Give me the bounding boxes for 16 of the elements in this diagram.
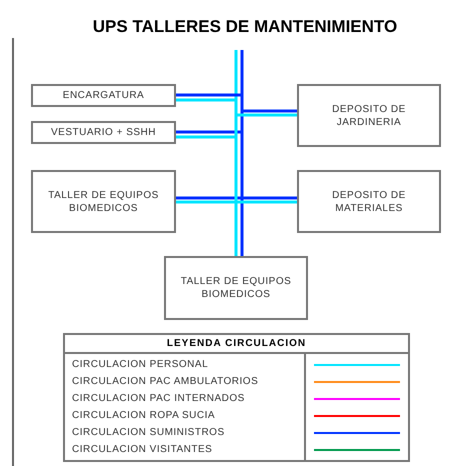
- legend-text: CIRCULACION ROPA SUCIA: [72, 409, 216, 423]
- legend-text: CIRCULACION PERSONAL: [72, 358, 210, 372]
- circulation-line: [240, 196, 297, 256]
- legend-text: CIRCULACION VISITANTES: [72, 443, 214, 457]
- legend-text: CIRCULACION SUMINISTROS: [72, 426, 226, 440]
- room-box: TALLER DE EQUIPOS BIOMEDICOS: [164, 256, 308, 320]
- room-box: DEPOSITO DE MATERIALES: [297, 170, 441, 233]
- room-box: DEPOSITO DE JARDINERIA: [297, 84, 441, 147]
- legend-title: LEYENDA CIRCULACION: [65, 335, 408, 354]
- title: UPS TALLERES DE MANTENIMIENTO: [92, 18, 398, 35]
- legend-text: CIRCULACION PAC INTERNADOS: [72, 392, 246, 406]
- circulation-line: [234, 200, 297, 256]
- room-box: TALLER DE EQUIPOS BIOMEDICOS: [31, 170, 176, 233]
- room-box: ENCARGATURA: [31, 84, 176, 107]
- legend-text: CIRCULACION PAC AMBULATORIOS: [72, 375, 260, 389]
- room-box: VESTUARIO + SSHH: [31, 121, 176, 144]
